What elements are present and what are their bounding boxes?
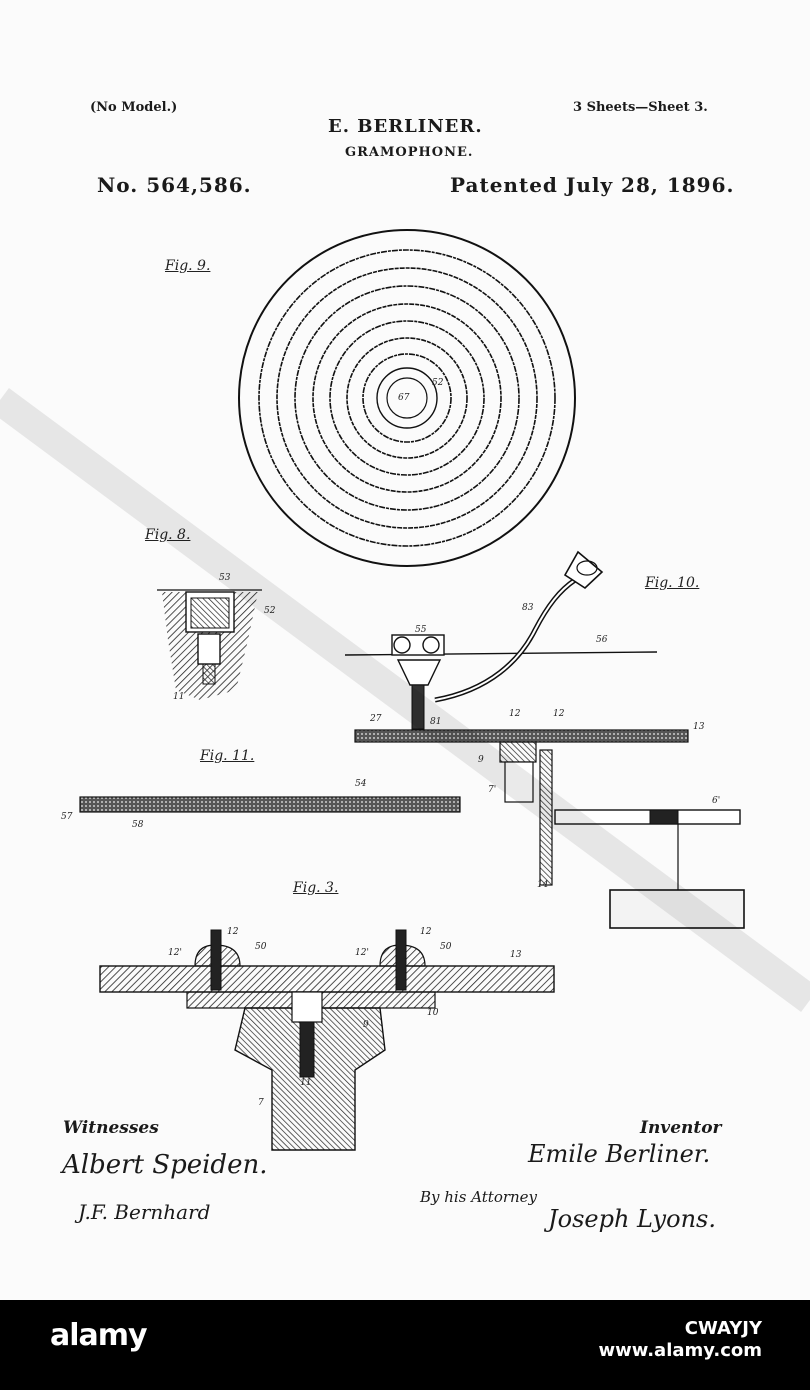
fig8-label: Fig. 8. <box>145 527 190 543</box>
ref-num: 83 <box>522 603 534 613</box>
alamy-logo: alamy <box>50 1318 148 1353</box>
ref-num: 27 <box>370 714 382 724</box>
witness-signature-1: Albert Speiden. <box>62 1150 268 1180</box>
fig9-label: Fig. 9. <box>165 258 211 274</box>
ref-num: 12 <box>227 927 239 937</box>
attorney-signature: Joseph Lyons. <box>548 1205 716 1233</box>
ref-num: 7 <box>258 1098 264 1108</box>
fig11-label: Fig. 11. <box>200 748 255 764</box>
fig11-strip <box>79 796 461 813</box>
ref-num: 12 <box>420 927 432 937</box>
ref-num: 6' <box>712 796 721 806</box>
ref-num: 53 <box>219 573 231 583</box>
fig8-section <box>157 589 262 700</box>
watermark-diagonals <box>0 387 810 1013</box>
patent-title: GRAMOPHONE. <box>345 145 474 160</box>
ref-num: 81 <box>430 717 442 727</box>
ref-num: 12' <box>355 948 369 958</box>
inventor-name: E. BERLINER. <box>328 116 483 137</box>
attorney-label: By his Attorney <box>420 1188 538 1206</box>
ref-num: 52 <box>264 606 276 616</box>
patent-date: Patented July 28, 1896. <box>450 173 735 197</box>
sheet-number: 3 Sheets—Sheet 3. <box>573 100 708 115</box>
ref-num: 10 <box>427 1008 439 1018</box>
ref-num: 50 <box>255 942 267 952</box>
ref-num: 14 <box>537 880 549 890</box>
ref-num: 9 <box>478 755 484 765</box>
watermark-code: CWAYJY www.alamy.com <box>598 1318 762 1362</box>
fig10-label: Fig. 10. <box>645 575 700 591</box>
inventor-signature: Emile Berliner. <box>528 1140 711 1168</box>
inventor-label: Inventor <box>640 1118 722 1138</box>
ref-num: 11 <box>173 692 185 702</box>
ref-num: 58 <box>132 820 144 830</box>
ref-num: 50 <box>440 942 452 952</box>
patent-number: No. 564,586. <box>97 173 252 197</box>
patent-drawing <box>0 229 810 1151</box>
ref-num: 13 <box>693 722 705 732</box>
fig3-section <box>99 929 555 1151</box>
fig9-record-disc <box>238 229 576 567</box>
ref-num: 67 <box>398 393 410 403</box>
no-model-label: (No Model.) <box>90 100 178 115</box>
ref-num: 55 <box>415 625 427 635</box>
watermark-bar <box>0 1300 810 1390</box>
ref-num: 9 <box>363 1020 369 1030</box>
ref-num: 57 <box>61 812 73 822</box>
fig10-assembly <box>344 550 745 929</box>
watermark-site: www.alamy.com <box>598 1340 762 1361</box>
ref-num: 11 <box>300 1078 312 1088</box>
ref-num: 56 <box>596 635 608 645</box>
ref-num: 12 <box>553 709 565 719</box>
ref-num: 12' <box>168 948 182 958</box>
ref-num: 13 <box>510 950 522 960</box>
ref-num: 12 <box>509 709 521 719</box>
image-code: CWAYJY <box>684 1318 762 1339</box>
ref-num: 52 <box>432 378 444 388</box>
ref-num: 7' <box>488 785 497 795</box>
witness-signature-2: J.F. Bernhard <box>78 1200 211 1224</box>
witnesses-label: Witnesses <box>63 1118 159 1138</box>
fig3-label: Fig. 3. <box>293 880 339 896</box>
ref-num: 54 <box>355 779 367 789</box>
